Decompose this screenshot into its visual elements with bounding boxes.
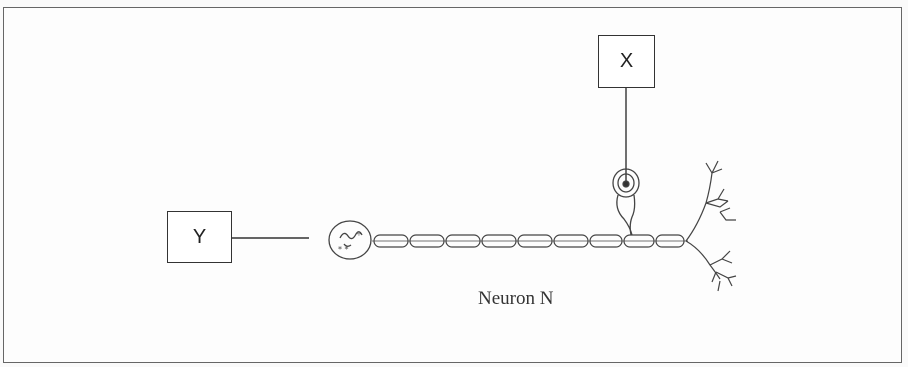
branch-cell-body [612,168,640,236]
axon-terminals [685,160,737,292]
label-y-text: Y [192,225,207,248]
myelinated-axon [372,234,688,248]
cell-body: * * ÷ [328,220,372,260]
label-x-text: X [619,50,634,72]
label-box-y: Y [167,211,232,263]
label-box-x: X [598,35,655,88]
diagram-frame [3,7,902,363]
svg-text:* *: * * [338,245,349,254]
neuron-caption: Neuron N [478,288,554,309]
svg-text:÷: ÷ [356,230,362,238]
